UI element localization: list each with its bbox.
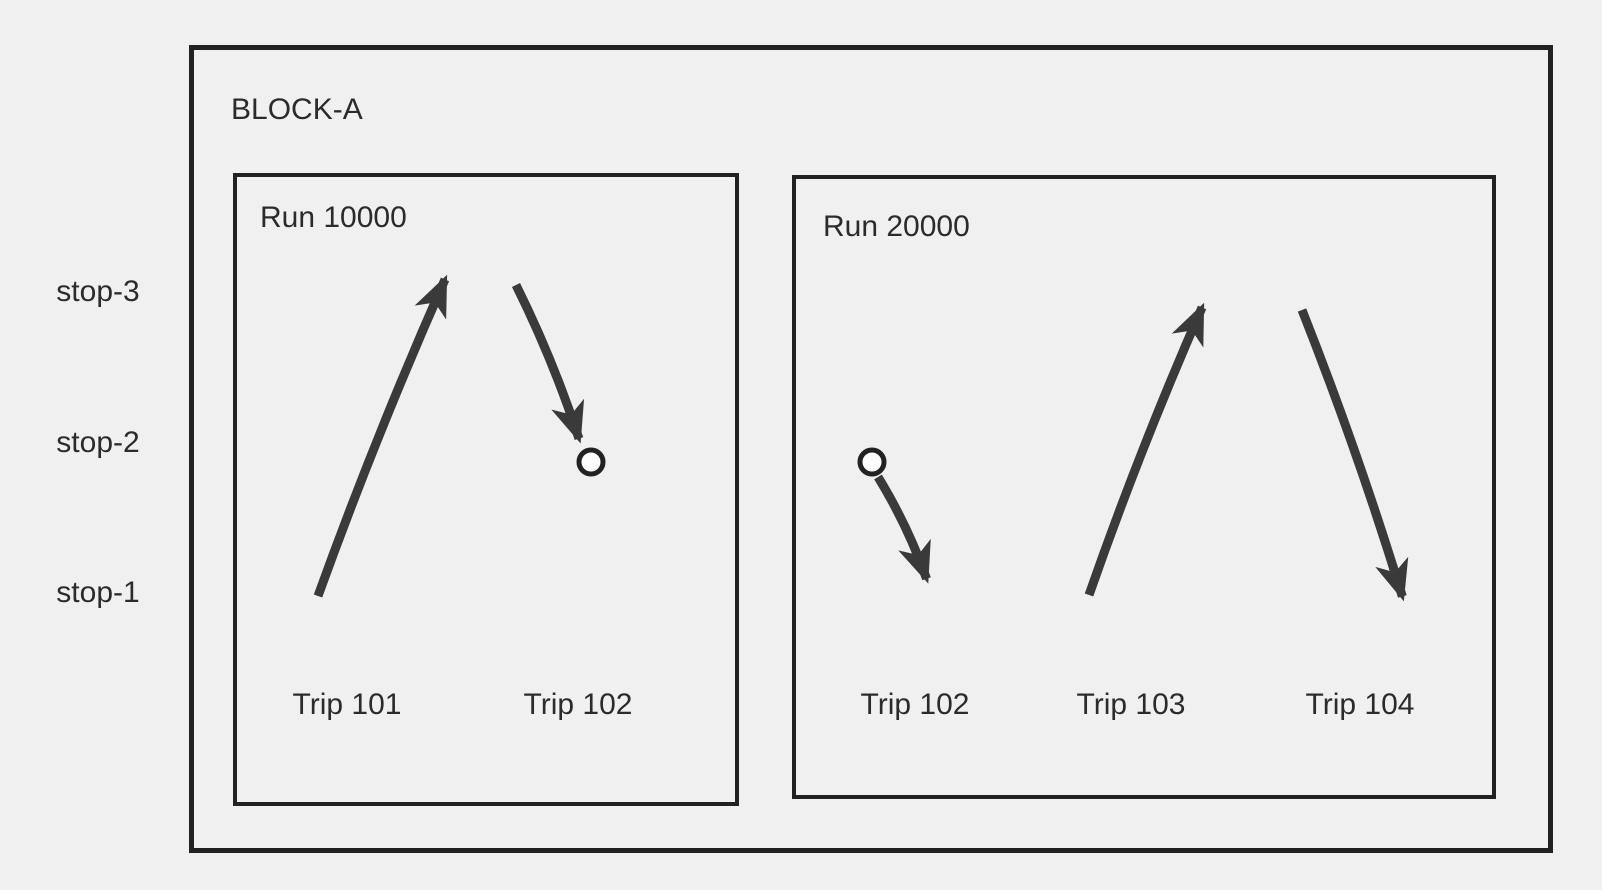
trip-label-104: Trip 104	[1305, 688, 1415, 721]
trip-label-103: Trip 103	[1076, 688, 1186, 721]
run-10000-box	[233, 173, 739, 806]
run-10000-title: Run 10000	[260, 201, 407, 234]
trip-label-101: Trip 101	[292, 688, 402, 721]
stop-label-2: stop-2	[56, 426, 140, 459]
block-title: BLOCK-A	[231, 93, 363, 126]
run-20000-title: Run 20000	[823, 210, 970, 243]
run-20000-box	[792, 175, 1496, 799]
trip-label-102-run2: Trip 102	[860, 688, 970, 721]
block-a-box	[189, 45, 1553, 853]
trip-label-102-run1: Trip 102	[523, 688, 633, 721]
stop-label-1: stop-1	[56, 576, 140, 609]
stop-label-3: stop-3	[56, 275, 140, 308]
